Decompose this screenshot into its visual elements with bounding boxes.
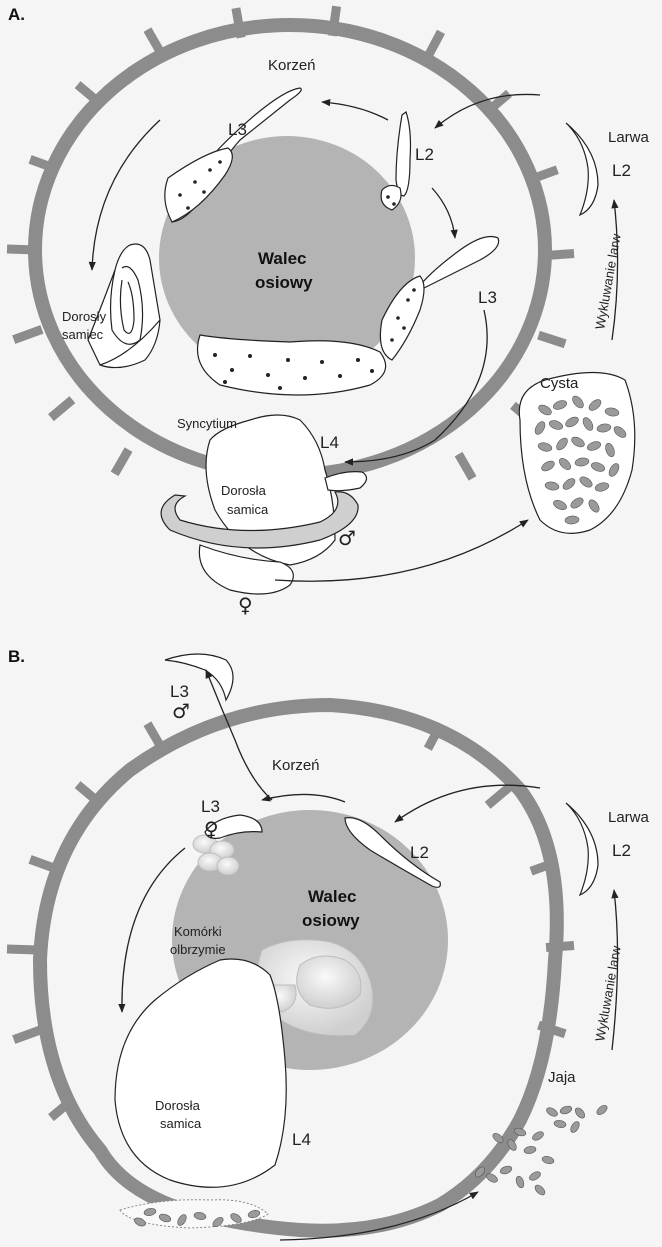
stage-l2-a: L2 <box>415 145 434 164</box>
hatching-label-b: Wykluwanie larw <box>592 944 624 1042</box>
central-cylinder-label-a-2: osiowy <box>255 273 313 292</box>
giant-cells-label-b-2: olbrzymie <box>170 942 226 957</box>
male-symbol-b: ♂ <box>172 699 190 723</box>
adult-female-label-b-1: Dorosła <box>155 1098 201 1113</box>
stage-l3-right-a: L3 <box>478 288 497 307</box>
female-symbol-a: ♀ <box>238 593 253 617</box>
larva-stage-label-a: L2 <box>612 161 631 180</box>
adult-male-label-a-1: Dorosły <box>62 309 107 324</box>
stage-l4-a: L4 <box>320 433 339 452</box>
panel-b: B. L3 ♂ Korzeń L3 ♀ L2 Walec osiowy Komó… <box>7 647 650 1240</box>
stage-l3-left-a: L3 <box>228 120 247 139</box>
giant-cells-label-b-1: Komórki <box>174 924 222 939</box>
larva-outside-a <box>566 123 598 215</box>
root-label-b: Korzeń <box>272 757 320 774</box>
hatching-label-a: Wykluwanie larw <box>592 232 624 330</box>
male-symbol-a: ♂ <box>338 526 356 550</box>
root-label-a: Korzeń <box>268 57 316 74</box>
adult-male-label-a-2: samiec <box>62 327 104 342</box>
panel-a-label: A. <box>8 5 25 24</box>
cyst-label-a: Cysta <box>540 375 579 392</box>
syncytium-label-a: Syncytium <box>177 416 237 431</box>
panel-b-label: B. <box>8 647 25 666</box>
larva-label-a: Larwa <box>608 129 650 146</box>
larva-outside-b <box>566 803 598 895</box>
central-cylinder-label-b-2: osiowy <box>302 911 360 930</box>
eggs-label-b: Jaja <box>548 1069 576 1086</box>
adult-male-a <box>88 244 160 368</box>
l3-worm-right-a <box>418 237 499 291</box>
adult-female-label-a-1: Dorosła <box>221 483 267 498</box>
central-cylinder-label-a-1: Walec <box>258 249 307 268</box>
panel-a: A. Korzeń L3 L2 Walec osiowy L3 Dorosły … <box>7 5 650 617</box>
larva-stage-label-b: L2 <box>612 841 631 860</box>
stage-l2-b: L2 <box>410 843 429 862</box>
central-cylinder-label-b-1: Walec <box>308 887 357 906</box>
adult-female-label-b-2: samica <box>160 1116 202 1131</box>
adult-female-b <box>115 959 286 1187</box>
syncytium-a <box>198 335 386 395</box>
l2-worm-inside-a <box>396 112 411 196</box>
stage-l4-b: L4 <box>292 1130 311 1149</box>
stage-l3-female-b: L3 <box>201 797 220 816</box>
adult-female-label-a-2: samica <box>227 502 269 517</box>
larva-label-b: Larwa <box>608 809 650 826</box>
female-symbol-b: ♀ <box>204 817 219 841</box>
